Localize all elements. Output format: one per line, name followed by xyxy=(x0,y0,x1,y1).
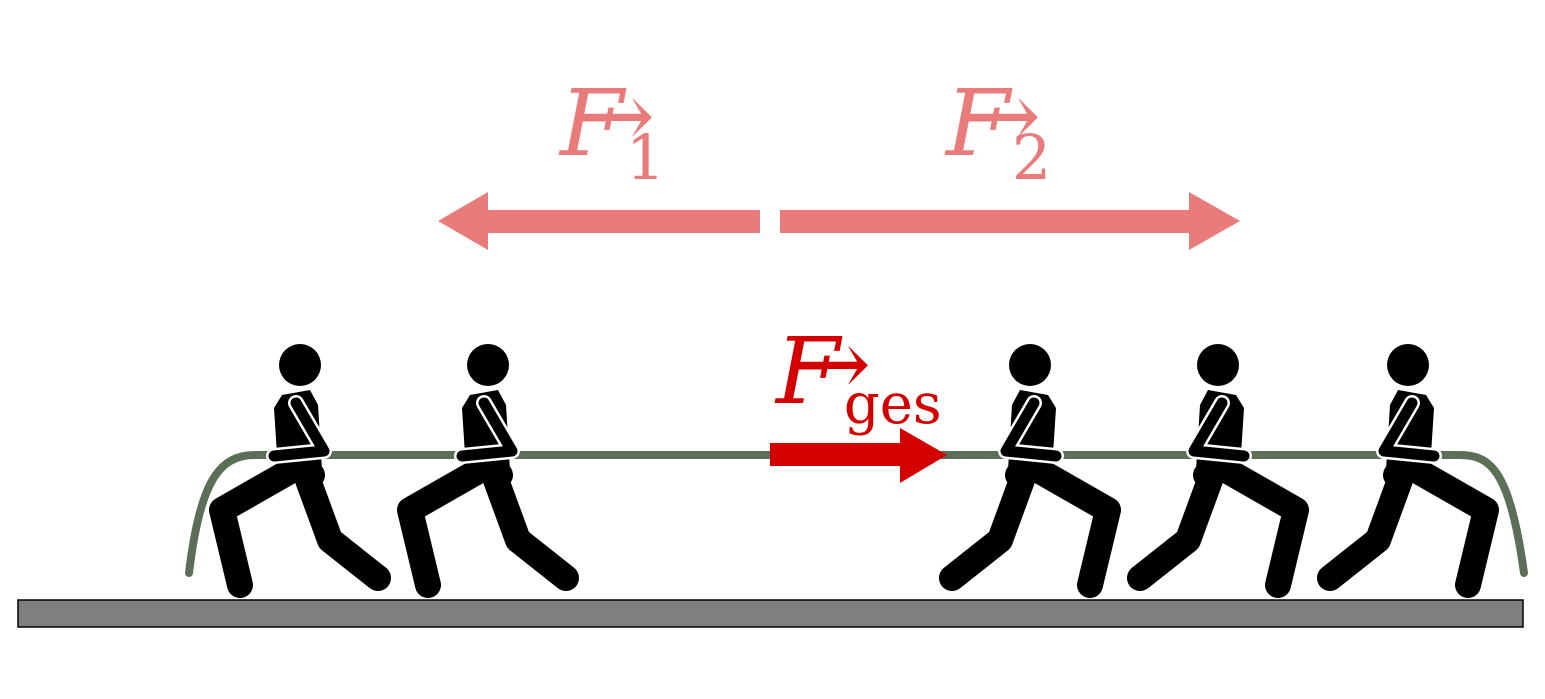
resultant-force-label: →Fges xyxy=(776,310,942,437)
vector-arrow-icon: → xyxy=(964,62,1042,169)
vector-arrow-icon: → xyxy=(794,310,872,417)
person-figure xyxy=(397,344,579,598)
person-figure xyxy=(1127,344,1309,598)
person-figure xyxy=(939,344,1121,598)
force-2-arrow xyxy=(780,192,1240,250)
force-1-label: →F1 xyxy=(560,62,666,194)
vector-arrow-icon: → xyxy=(578,62,656,169)
rope-left-end xyxy=(185,451,1528,577)
force-2-label: →F2 xyxy=(946,62,1052,194)
resultant-force-arrow xyxy=(770,428,947,483)
ground-bar xyxy=(17,599,1524,628)
rope xyxy=(185,451,1528,577)
person-figure xyxy=(209,344,391,598)
force-1-arrow xyxy=(438,192,760,250)
person-figure xyxy=(1317,344,1499,598)
